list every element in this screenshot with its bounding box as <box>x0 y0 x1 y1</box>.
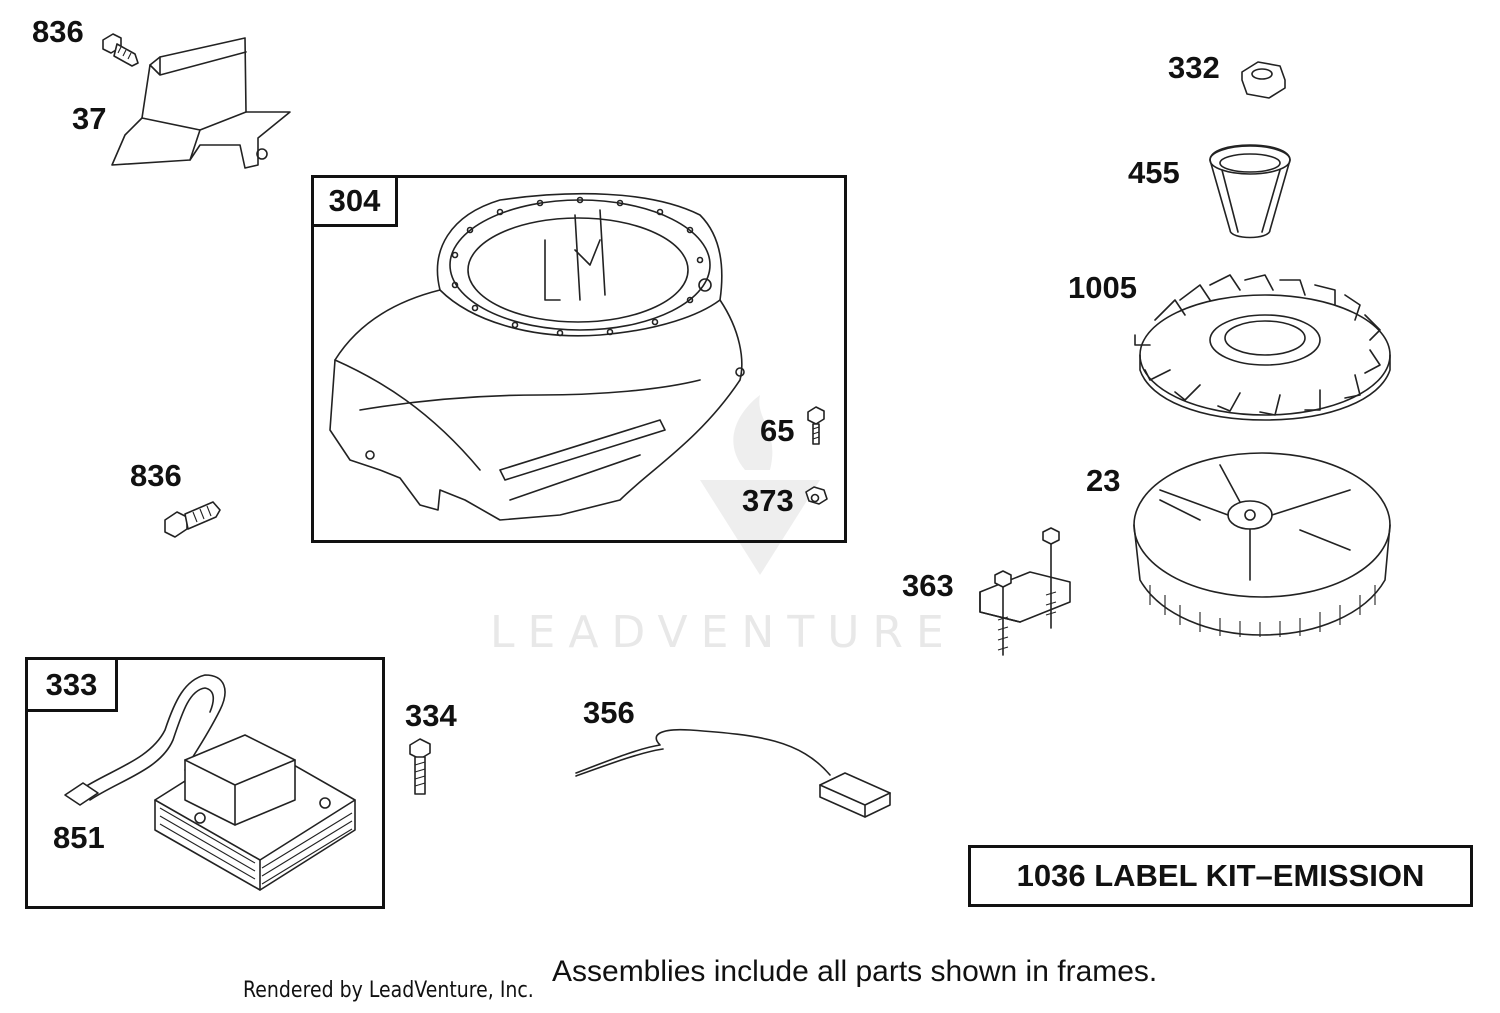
armature-333 <box>64 674 356 891</box>
fan-1005 <box>1134 274 1391 421</box>
callout-851: 851 <box>53 820 105 855</box>
callout-1005: 1005 <box>1068 270 1137 305</box>
assemblies-note: Assemblies include all parts shown in fr… <box>552 955 1158 988</box>
callout-334: 334 <box>405 698 457 733</box>
assembly-frame-304: 304 <box>311 175 847 543</box>
flywheel-23 <box>1133 452 1391 637</box>
nut-332 <box>1241 61 1286 99</box>
baffle-37 <box>111 37 291 169</box>
callout-373: 373 <box>742 483 794 518</box>
callout-836-top: 836 <box>32 14 84 49</box>
nut-373 <box>805 486 828 505</box>
frame-tag-333: 333 <box>28 660 118 712</box>
callout-356: 356 <box>583 695 635 730</box>
assembly-frame-333: 333 <box>25 657 385 909</box>
bolt-65 <box>807 406 825 445</box>
watermark-text: LEADVENTURE <box>490 607 957 658</box>
blower-housing-304 <box>329 192 745 521</box>
callout-37: 37 <box>72 101 107 136</box>
screw-334 <box>409 738 431 795</box>
rendered-by-credit: Rendered by LeadVenture, Inc. <box>243 978 534 1003</box>
screw-836-left <box>164 501 221 538</box>
frame-tag-304: 304 <box>314 178 398 227</box>
callout-23: 23 <box>1086 463 1121 498</box>
ground-wire-356 <box>575 728 891 818</box>
bracket-363 <box>979 527 1071 656</box>
label-kit-box: 1036 LABEL KIT–EMISSION <box>968 845 1473 907</box>
screw-836-top <box>102 33 139 67</box>
callout-65: 65 <box>760 413 795 448</box>
callout-836-left: 836 <box>130 458 182 493</box>
callout-332: 332 <box>1168 50 1220 85</box>
callout-455: 455 <box>1128 155 1180 190</box>
cup-455 <box>1209 144 1291 239</box>
callout-363: 363 <box>902 568 954 603</box>
watermark-logo-icon <box>700 395 820 575</box>
